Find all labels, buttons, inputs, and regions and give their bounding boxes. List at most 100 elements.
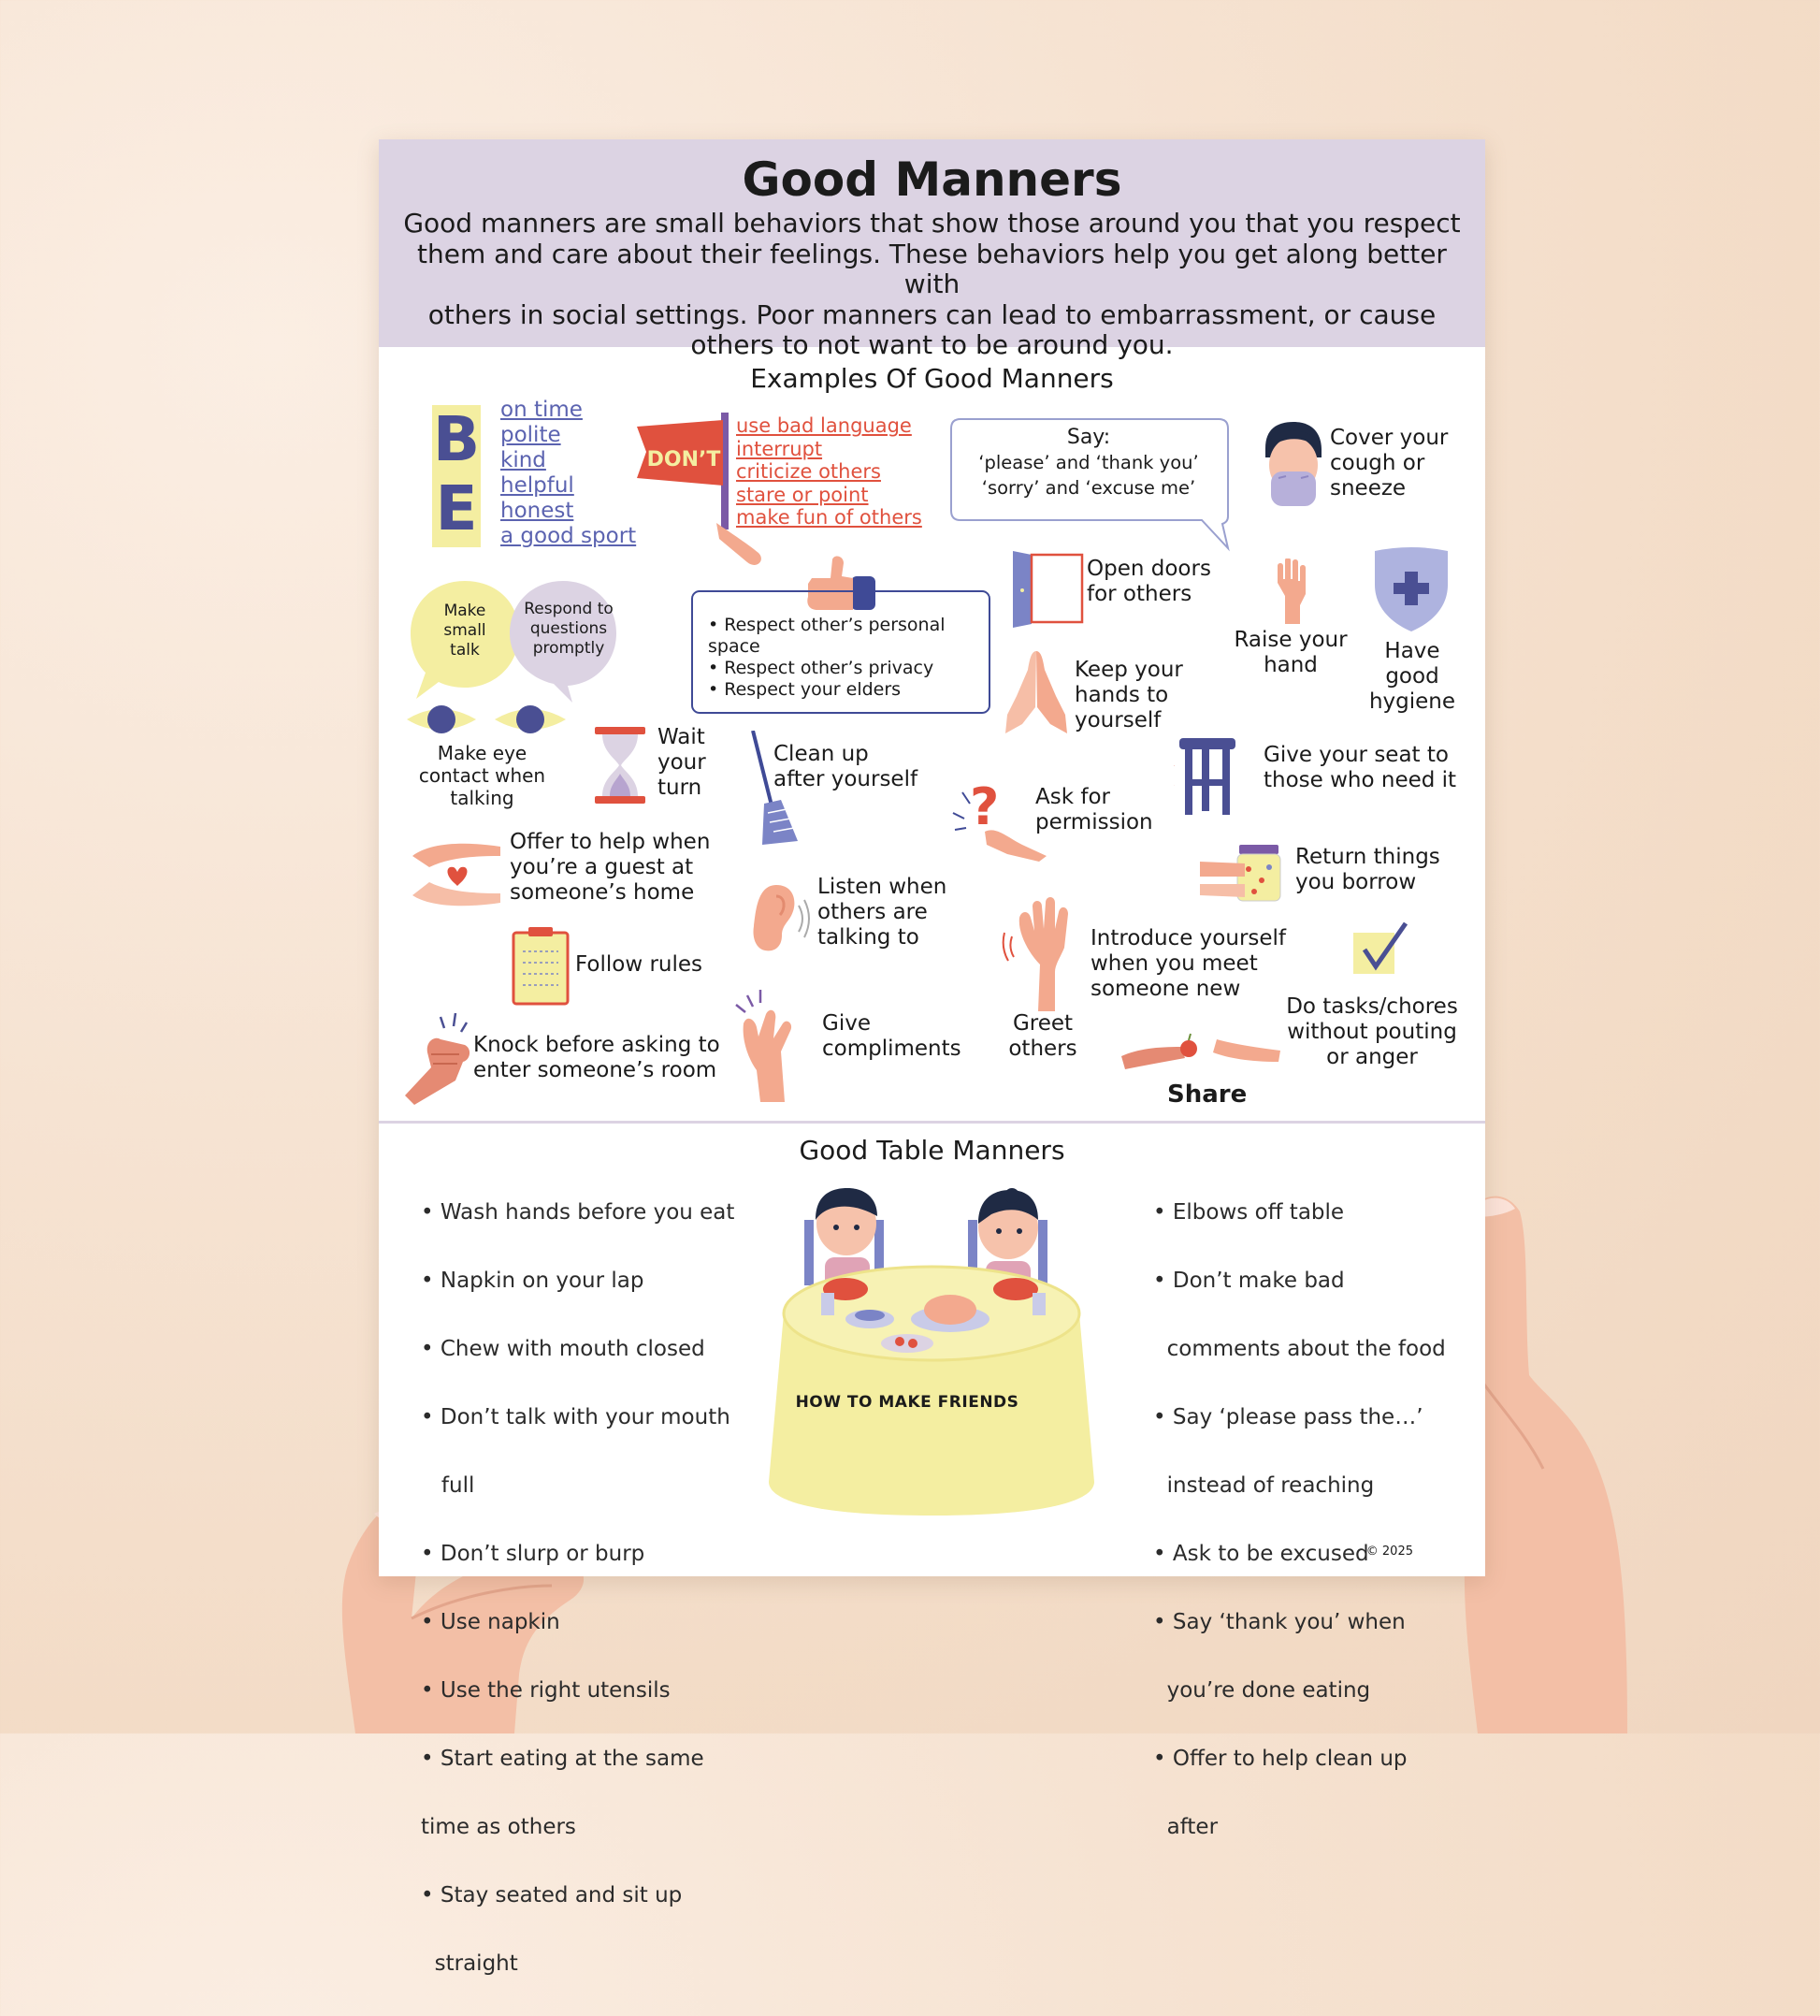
dont-item: use bad language (736, 414, 912, 437)
table-heading: Good Table Manners (799, 1135, 1065, 1166)
list-item: • Offer to help clean up (1153, 1747, 1408, 1771)
text-line: hands to (1075, 683, 1169, 707)
letter-b: B (432, 403, 481, 475)
text-line: Have (1384, 639, 1440, 663)
table-list-right: • Elbows off table • Don’t make bad comm… (1153, 1161, 1446, 1879)
be-item: kind (500, 448, 546, 472)
text-line: turn (657, 776, 702, 800)
sneezing-person-icon (1265, 422, 1322, 506)
letter-e: E (435, 472, 478, 544)
give-seat-text: Give your seat to those who need it (1264, 743, 1456, 793)
list-item: instead of reaching (1153, 1473, 1375, 1498)
text-line: cough or (1330, 451, 1425, 475)
respect-item: • Respect your elders (708, 679, 902, 700)
dont-item: make fun of others (736, 506, 922, 529)
knock-text: Knock before asking to enter someone’s r… (473, 1033, 720, 1083)
text-line: you’re a guest at (510, 855, 694, 879)
introduce-text: Introduce yourself when you meet someone… (1091, 926, 1286, 1002)
copyright: © 2025 (1365, 1545, 1413, 1559)
table-list-left: • Wash hands before you eat • Napkin on … (421, 1161, 734, 2016)
praying-hands-icon (1005, 651, 1067, 733)
follow-rules-text: Follow rules (575, 952, 703, 977)
text-line: others (1008, 1037, 1077, 1061)
text-line: Ask for (1035, 785, 1110, 809)
dont-flag-icon (637, 413, 761, 565)
text-line: after yourself (773, 767, 918, 791)
list-item: straight (421, 1951, 518, 1976)
text-line: for others (1087, 582, 1192, 606)
list-item: after (1153, 1815, 1219, 1839)
respect-box: • Respect other’s personal space • Respe… (691, 590, 990, 714)
question-hand-icon: ? (952, 777, 1047, 862)
text-line: Raise your (1234, 628, 1348, 652)
stool-icon (1174, 738, 1235, 815)
text-line: hand (1264, 653, 1318, 677)
list-item: • Use napkin (421, 1610, 560, 1634)
say-line: ‘please’ and ‘thank you’ (978, 452, 1199, 473)
list-item: • Napkin on your lap (421, 1269, 644, 1293)
compliments-text: Give compliments (822, 1011, 961, 1062)
jar-handoff-icon (1200, 845, 1281, 902)
list-item: • Say ‘thank you’ when (1153, 1610, 1406, 1634)
hourglass-icon (595, 727, 645, 804)
text-line: someone new (1091, 977, 1241, 1001)
text-line: Listen when (817, 875, 947, 899)
respect-item: • Respect other’s personal (708, 615, 946, 635)
text-line: Offer to help when (510, 830, 711, 854)
list-item: • Elbows off table (1153, 1200, 1345, 1225)
tasks-text: Do tasks/chores without pouting or anger (1278, 994, 1466, 1070)
intro-line: others to not want to be around you. (690, 329, 1174, 360)
text-line: talking (450, 787, 514, 809)
text-line: promptly (532, 639, 605, 658)
text-line: those who need it (1264, 768, 1457, 792)
thumbs-up-icon (807, 556, 875, 610)
heart-hands-icon (412, 843, 500, 906)
ear-icon (753, 885, 810, 951)
dont-list: use bad language interrupt criticize oth… (736, 414, 922, 529)
clipboard-icon (512, 927, 570, 1006)
text-line: good (1385, 664, 1439, 689)
greet-text: Greet others (996, 1011, 1090, 1062)
text-line: or anger (1326, 1045, 1418, 1069)
list-item: • Start eating at the same (421, 1747, 704, 1771)
ask-permission-text: Ask for permission (1035, 785, 1153, 835)
list-item: time as others (421, 1815, 576, 1839)
header-banner: Good Manners Good manners are small beha… (379, 139, 1485, 360)
small-talk-text: Make small talk (424, 602, 506, 660)
text-line: Open doors (1087, 557, 1211, 581)
text-line: Respond to (524, 600, 614, 618)
worksheet: Good Manners Good manners are small beha… (379, 139, 1485, 1976)
checkmark-icon (1353, 921, 1408, 974)
dining-table-illustration (769, 1188, 1094, 1516)
list-item: • Don’t slurp or burp (421, 1542, 645, 1566)
dont-label: DON’T (646, 448, 721, 471)
text-line: your (657, 750, 706, 775)
text-line: Introduce yourself (1091, 926, 1287, 950)
listen-text: Listen when others are talking to (817, 875, 946, 950)
text-line: when you meet (1091, 951, 1258, 976)
shield-icon (1375, 547, 1448, 631)
intro-text: Good manners are small behaviors that sh… (397, 208, 1466, 361)
eye-contact-text: Make eye contact when talking (405, 742, 559, 809)
text-line: you borrow (1295, 870, 1417, 894)
be-item: polite (500, 423, 561, 447)
text-line: someone’s home (510, 880, 695, 905)
text-line: Make (443, 602, 486, 620)
text-line: Clean up (773, 742, 869, 766)
tablecloth-text: HOW TO MAKE FRIENDS (795, 1393, 1019, 1412)
text-line: Cover your (1330, 426, 1449, 450)
list-item: • Chew with mouth closed (421, 1337, 705, 1361)
text-line: compliments (822, 1037, 961, 1061)
text-line: small (443, 621, 486, 640)
waving-hand-icon (1002, 897, 1068, 1011)
respect-item: space (708, 636, 760, 657)
text-line: Keep your (1075, 658, 1183, 682)
text-line: Make eye (437, 742, 527, 764)
be-item: helpful (500, 473, 574, 498)
list-item: • Don’t talk with your mouth (421, 1405, 730, 1429)
list-item: • Stay seated and sit up (421, 1883, 683, 1907)
text-line: talking to (817, 925, 919, 950)
list-item: full (421, 1473, 475, 1498)
raised-hand-icon (1278, 558, 1306, 624)
door-icon (1013, 551, 1084, 628)
